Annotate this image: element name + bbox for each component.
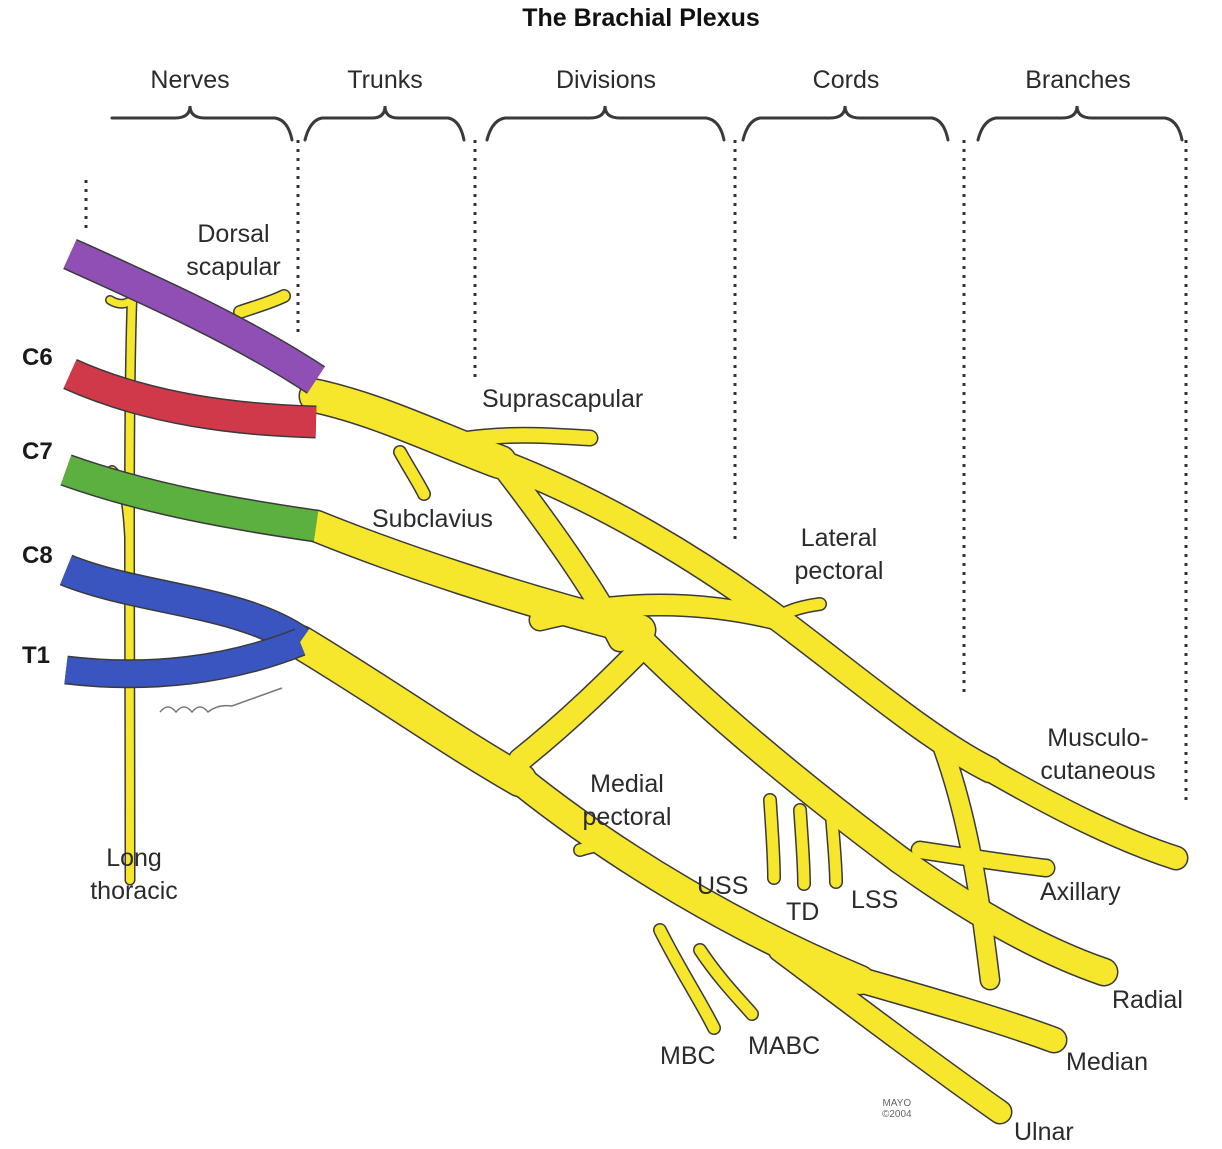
label-lateral-pectoral: Lateral pectoral bbox=[780, 522, 898, 587]
label-axillary: Axillary bbox=[1040, 876, 1121, 909]
section-label-trunks: Trunks bbox=[347, 64, 422, 97]
label-long-thoracic: Long thoracic bbox=[78, 842, 190, 907]
label-td: TD bbox=[786, 896, 819, 929]
suprascapular-nerve bbox=[460, 435, 590, 440]
brace-cords bbox=[743, 106, 948, 140]
brace-branches bbox=[978, 106, 1182, 140]
section-label-nerves: Nerves bbox=[150, 64, 229, 97]
brace-divisions bbox=[487, 106, 724, 140]
section-label-divisions: Divisions bbox=[556, 64, 656, 97]
upper-subscapular-nerve bbox=[770, 800, 774, 878]
label-lss: LSS bbox=[851, 884, 898, 917]
section-label-cords: Cords bbox=[813, 64, 880, 97]
lower-post-division bbox=[520, 650, 640, 760]
c6-root bbox=[70, 374, 316, 422]
artist-signature bbox=[160, 688, 282, 712]
brace-trunks bbox=[305, 106, 464, 140]
label-dorsal-scapular: Dorsal scapular bbox=[176, 218, 291, 283]
medial-brachial-cutaneous-nerve bbox=[660, 930, 714, 1028]
root-label-c6: C6 bbox=[22, 342, 53, 373]
long-thoracic-c5-twig bbox=[110, 300, 132, 304]
brace-nerves bbox=[112, 106, 292, 140]
label-ulnar: Ulnar bbox=[1014, 1116, 1074, 1149]
lower-subscapular-nerve bbox=[832, 820, 836, 882]
lower-trunk bbox=[300, 642, 520, 780]
label-musculocutaneous: Musculo- cutaneous bbox=[1024, 722, 1172, 787]
lateral-cord bbox=[780, 620, 990, 770]
middle-ant-division bbox=[540, 605, 780, 620]
credit-mark: MAYO ©2004 bbox=[882, 1098, 912, 1120]
label-uss: USS bbox=[697, 870, 748, 903]
root-segments bbox=[66, 254, 316, 674]
credit-line-1: MAYO bbox=[882, 1098, 912, 1109]
label-mabc: MABC bbox=[748, 1030, 820, 1063]
credit-line-2: ©2004 bbox=[882, 1109, 912, 1120]
label-median: Median bbox=[1066, 1046, 1148, 1079]
thoracodorsal-nerve bbox=[800, 810, 804, 884]
label-medial-pectoral: Medial pectoral bbox=[568, 768, 686, 833]
subclavius-nerve bbox=[400, 452, 424, 494]
root-label-t1: T1 bbox=[22, 640, 50, 671]
label-subclavius: Subclavius bbox=[372, 503, 493, 536]
root-label-c8: C8 bbox=[22, 540, 53, 571]
label-mbc: MBC bbox=[660, 1040, 716, 1073]
label-radial: Radial bbox=[1112, 984, 1183, 1017]
axillary-nerve bbox=[920, 850, 1046, 868]
root-label-c7: C7 bbox=[22, 436, 53, 467]
label-suprascapular: Suprascapular bbox=[482, 383, 643, 416]
section-braces bbox=[112, 106, 1182, 140]
section-label-branches: Branches bbox=[1025, 64, 1131, 97]
